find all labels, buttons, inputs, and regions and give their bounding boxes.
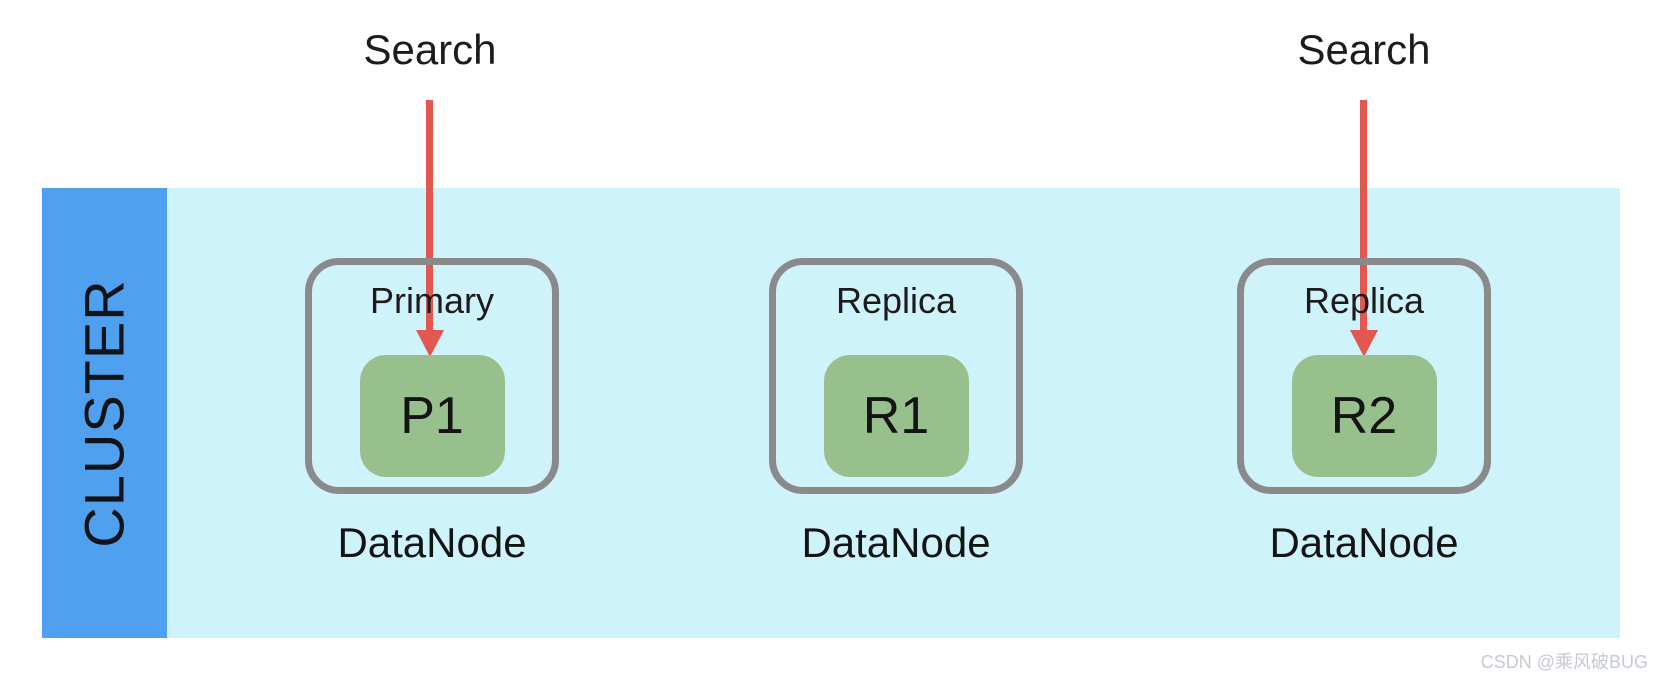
shard-role-label: Primary (370, 280, 494, 321)
arrow-head-icon (416, 330, 444, 357)
arrow-line (426, 100, 433, 330)
shard-box-replica-1: R1 (823, 355, 969, 477)
datanode-label: DataNode (801, 519, 991, 566)
shard-box-replica-2: R2 (1291, 355, 1437, 477)
datanode-2: Replica R1 DataNode (769, 258, 1023, 568)
datanode-label: DataNode (337, 519, 527, 566)
shard-label: R2 (1330, 387, 1398, 445)
search-label-right: Search (1297, 26, 1431, 73)
shard-role-label: Replica (835, 280, 957, 321)
datanode-1: Primary P1 DataNode (305, 258, 559, 568)
datanode-label: DataNode (1269, 519, 1459, 566)
datanode-3: Replica R2 DataNode (1237, 258, 1491, 568)
cluster-label: CLUSTER (73, 278, 137, 548)
shard-role-label: Replica (1303, 280, 1425, 321)
shard-label: R1 (862, 387, 930, 445)
watermark: CSDN @乘风破BUG (1480, 652, 1648, 672)
shard-label: P1 (400, 387, 464, 445)
datanode-box: Primary P1 (305, 258, 559, 494)
datanode-box: Replica R1 (769, 258, 1023, 494)
arrow-head-icon (1350, 330, 1378, 357)
cluster-sidebar: CLUSTER (42, 188, 167, 638)
datanode-box: Replica R2 (1237, 258, 1491, 494)
shard-box-primary: P1 (359, 355, 505, 477)
arrow-line (1360, 100, 1367, 330)
search-label-left: Search (363, 26, 497, 73)
